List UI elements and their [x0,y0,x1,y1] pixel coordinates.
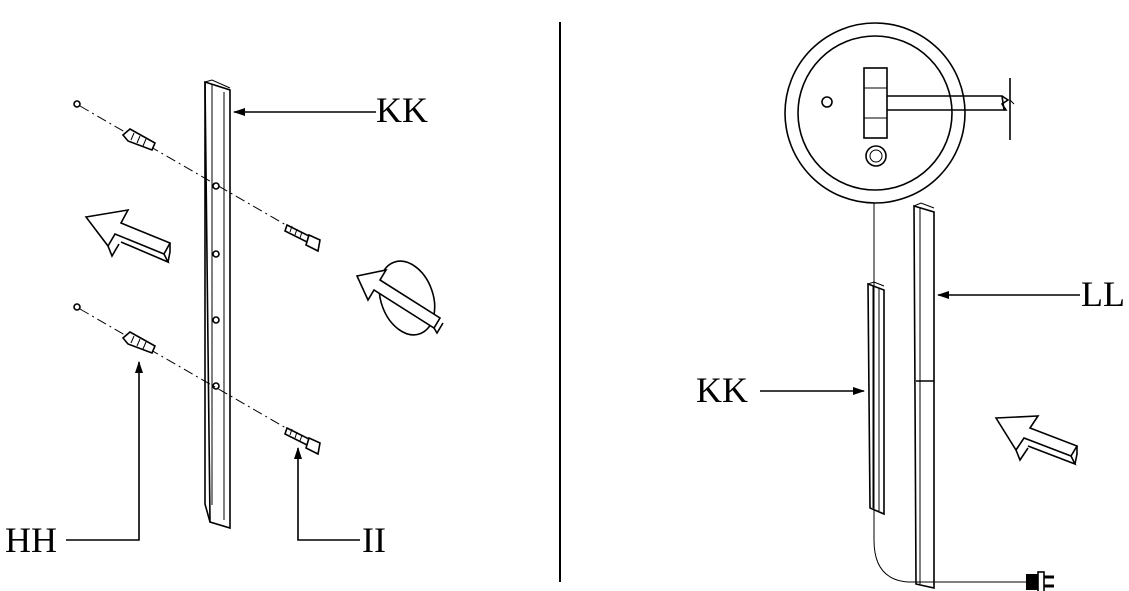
direction-arrow-icon [994,415,1079,466]
drill-hole-mark [73,100,81,108]
wall-anchor [121,331,157,355]
right-panel: KK LL [696,22,1125,591]
label-kk-left: KK [376,90,428,130]
leader-ii [294,447,360,541]
mounting-bracket-kk-right [867,281,885,516]
label-kk-right: KK [696,370,748,410]
wall-anchor [121,128,157,152]
cover-ll [913,202,935,589]
label-ii: II [362,520,386,560]
drill-hole-mark [73,303,81,311]
upper-fixing-set [73,100,321,253]
left-panel: KK HH II [5,79,444,560]
screw [284,223,321,253]
leader-hh [66,361,143,541]
power-cord [873,203,1026,583]
lower-fixing-set [73,303,321,456]
lamp-base [784,22,1015,204]
screw [284,426,321,456]
label-hh: HH [5,520,57,560]
label-ll: LL [1081,274,1125,314]
direction-arrow-icon [84,208,172,264]
plug-icon [1026,571,1054,591]
rotate-screw-icon [355,260,444,336]
mounting-bracket-kk [204,79,231,530]
